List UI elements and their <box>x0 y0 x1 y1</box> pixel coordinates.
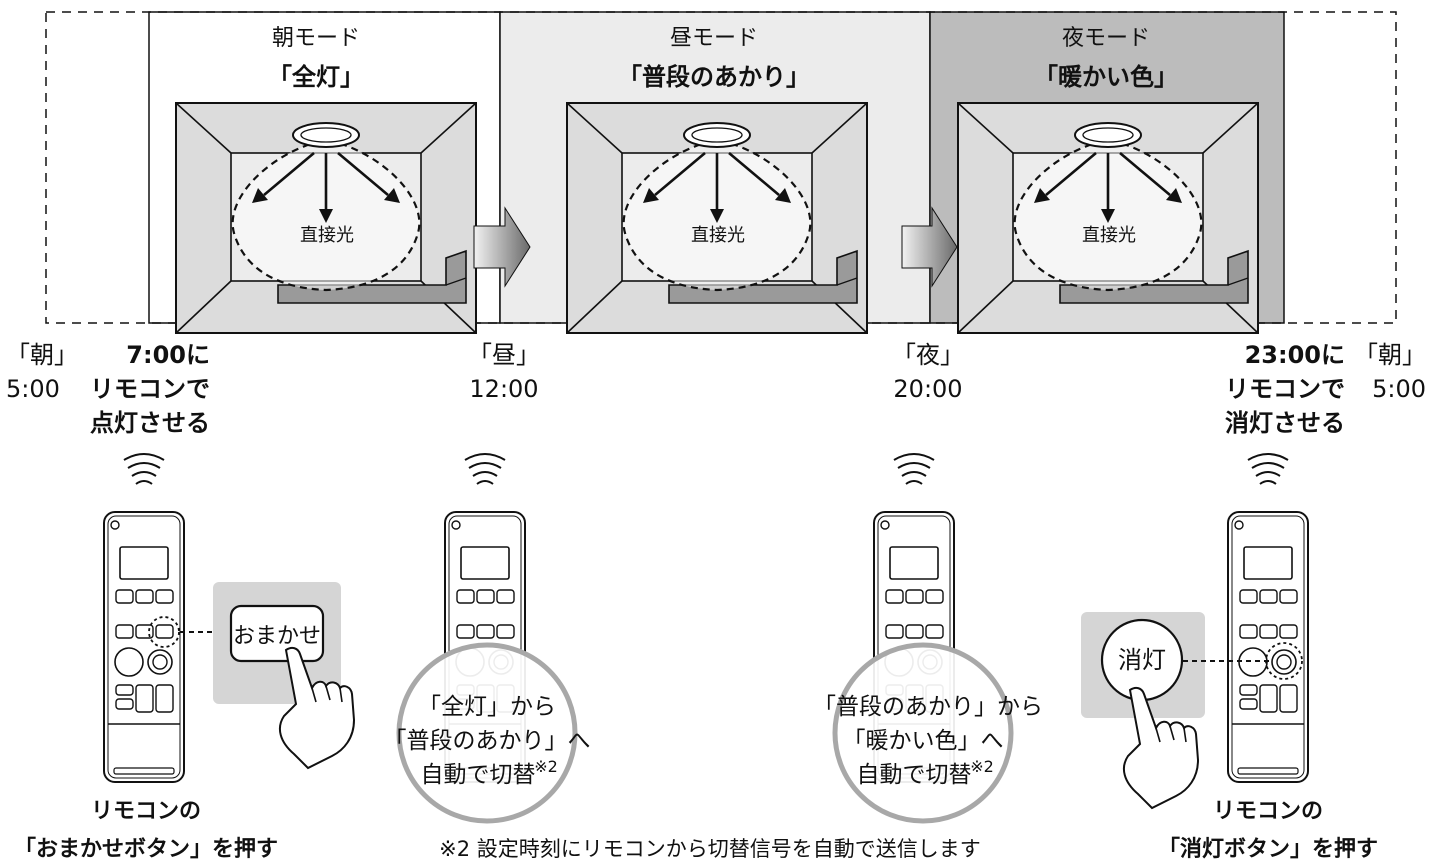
switch-note-night-line2: 「暖かい色」へ <box>843 728 1004 754</box>
arrow-right-icon <box>473 206 531 288</box>
footnote: ※2 設定時刻にリモコンから切替信号を自動で送信します <box>439 837 981 861</box>
signal-waves-icon <box>893 453 935 485</box>
signal-waves-icon <box>1247 453 1289 485</box>
switch-note-night-line3: 自動で切替 <box>857 762 972 788</box>
switch-note-night-line1: 「普段のあかり」から <box>813 694 1043 720</box>
arrow-right-icon <box>901 206 958 288</box>
signal-waves-icon <box>123 453 165 485</box>
switch-note-noon-line1: 「全灯」から <box>418 694 556 720</box>
on-note-line3: 点灯させる <box>90 409 210 437</box>
remote-control-icon <box>103 511 185 783</box>
switch-note-noon-line2: 「普段のあかり」へ <box>384 728 591 754</box>
switch-note-night-mark: ※2 <box>970 757 994 776</box>
mode-setting-morning: 「全灯」 <box>268 63 364 91</box>
time-label-night: 「夜」 <box>892 341 964 369</box>
time-label-morning-end: 「朝」 <box>1354 341 1426 369</box>
off-note-line1: 23:00に <box>1245 341 1345 369</box>
auto-switch-highlight-noon <box>396 642 578 824</box>
omakase-button[interactable] <box>229 604 325 663</box>
time-noon: 12:00 <box>469 375 538 403</box>
caption-right-line1: リモコンの <box>1213 799 1323 824</box>
switch-note-noon-line3: 自動で切替 <box>421 762 536 788</box>
mode-name-morning: 朝モード <box>272 26 360 51</box>
off-note-line2: リモコンで <box>1225 375 1345 403</box>
off-note-line3: 消灯させる <box>1225 409 1345 437</box>
room-illustration-night <box>956 101 1260 335</box>
room-illustration-noon <box>565 101 869 335</box>
time-label-morning-start: 「朝」 <box>6 341 78 369</box>
signal-waves-icon <box>464 453 506 485</box>
mode-setting-night: 「暖かい色」 <box>1034 63 1178 91</box>
switch-note-noon-mark: ※2 <box>534 757 558 776</box>
time-night: 20:00 <box>893 375 962 403</box>
time-label-noon: 「昼」 <box>468 341 540 369</box>
mode-name-night: 夜モード <box>1062 26 1150 51</box>
auto-switch-highlight-night <box>832 642 1014 824</box>
time-morning-end: 5:00 <box>1372 375 1426 403</box>
caption-left-line2: 「おまかせボタン」を押す <box>14 836 278 862</box>
time-morning-start: 5:00 <box>6 375 60 403</box>
light-label-noon: 直接光 <box>691 225 745 246</box>
light-label-morning: 直接光 <box>300 225 354 246</box>
light-label-night: 直接光 <box>1082 225 1136 246</box>
mode-name-noon: 昼モード <box>670 26 758 51</box>
mode-setting-noon: 「普段のあかり」 <box>618 63 810 91</box>
room-illustration-morning <box>174 101 478 335</box>
shoutou-button-label: 消灯 <box>1118 646 1166 674</box>
on-note-line2: リモコンで <box>90 375 210 403</box>
caption-left-line1: リモコンの <box>91 799 201 824</box>
on-note-line1: 7:00に <box>126 341 210 369</box>
caption-right-line2: 「消灯ボタン」を押す <box>1158 836 1378 862</box>
omakase-button-label: おまかせ <box>233 624 321 649</box>
button-highlight <box>148 616 180 648</box>
button-highlight <box>1265 642 1303 680</box>
